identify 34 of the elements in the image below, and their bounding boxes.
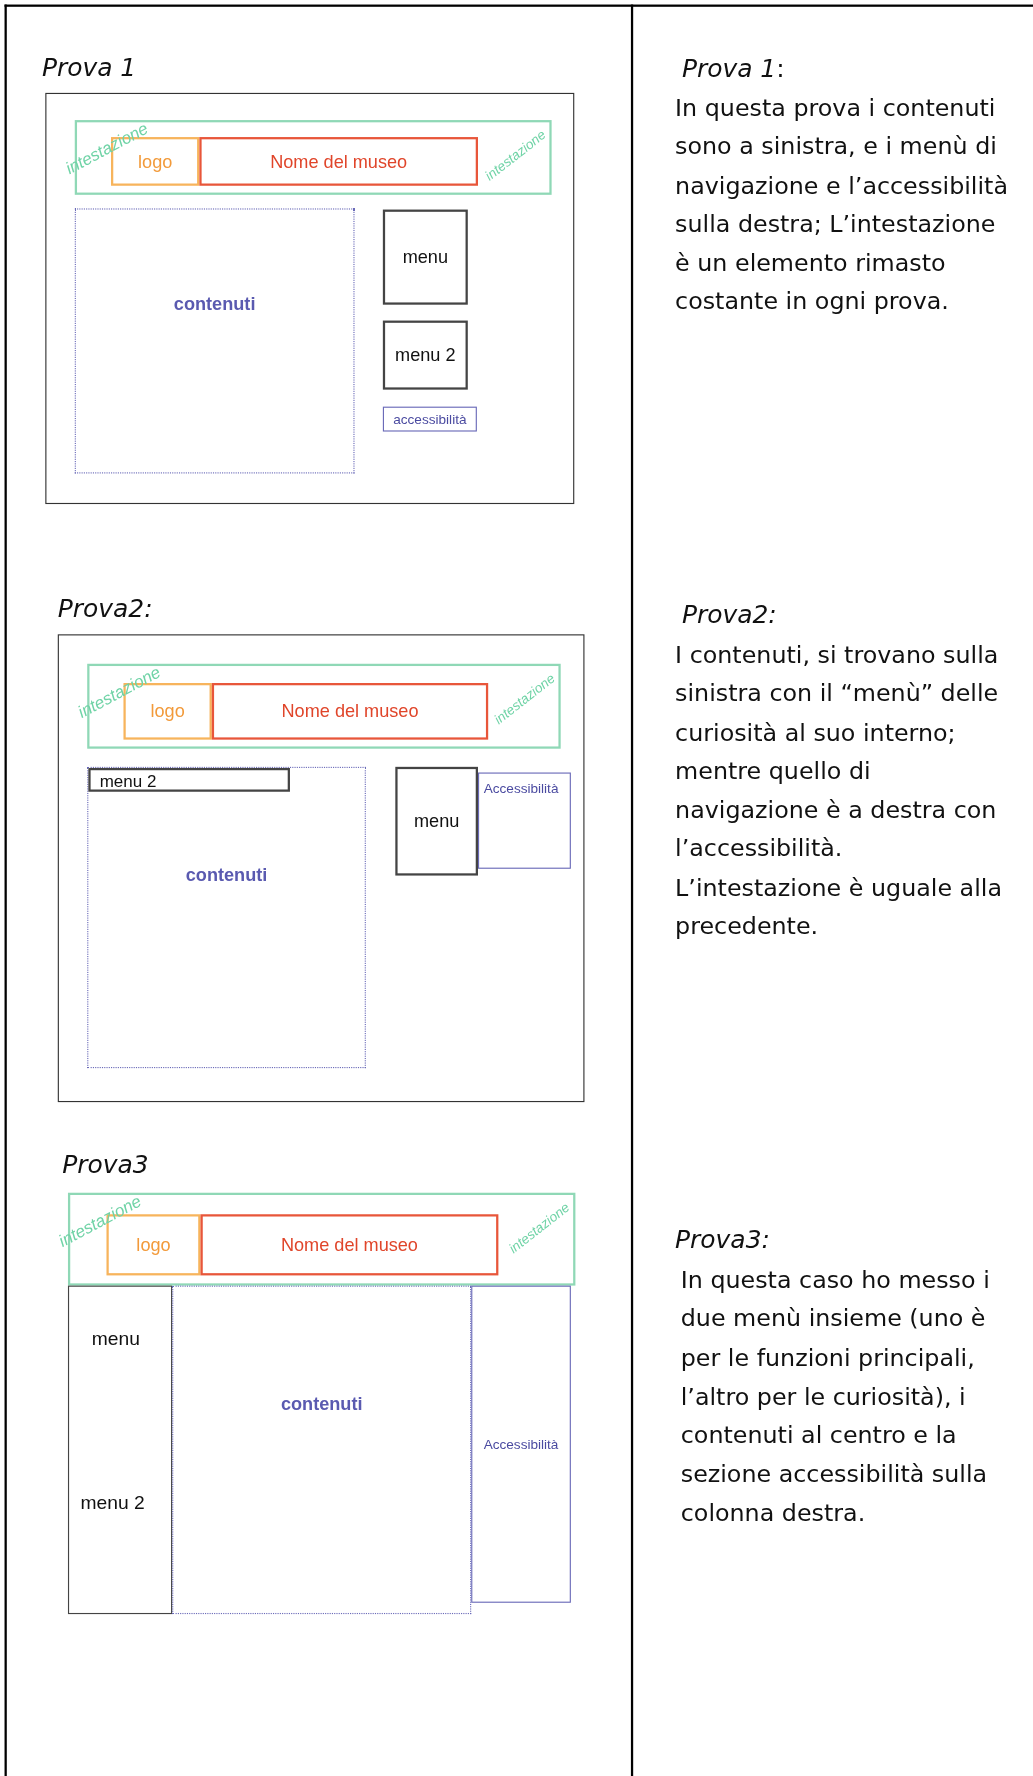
section-heading: Prova2:: [681, 599, 777, 631]
menu-label: menu: [91, 1327, 140, 1351]
content-label: contenuti: [173, 293, 256, 315]
title-bar: [200, 1214, 499, 1276]
description-paragraph: In questa prova i contenuti sono a sinistra, e i menù di navigazione e l’accessibilità sulla destra; L’intestazione è un elemento rimasto costante in ogni prova.: [675, 93, 1009, 318]
section-heading: Prova 1:: [681, 53, 785, 85]
section-heading: Prova3:: [675, 1224, 770, 1256]
menu-label: menu 2: [80, 1491, 145, 1515]
site-name-label: Nome del museo: [280, 1234, 418, 1256]
accessibility-label: accessibilità: [393, 411, 467, 428]
menu-box: [395, 766, 478, 876]
content-label: contenuti: [185, 865, 268, 886]
menu-label: menu 2: [395, 344, 456, 366]
content-area: [172, 1285, 472, 1615]
site-name-label: Nome del museo: [270, 151, 408, 172]
description-paragraph: I contenuti, si trovano sulla sinistra con il “menù” delle curiosità al suo interno; mentre quello di navigazione è a destra con l’accessibilità. L’intestazione è uguale alla precedente.: [675, 640, 1003, 943]
menu-box: [382, 209, 468, 305]
wireframe-heading: Prova2:: [57, 594, 153, 623]
menu-label: menu 2: [99, 771, 157, 791]
title-bar: [199, 137, 478, 186]
wireframe-heading: Prova 1: [41, 53, 137, 82]
site-name-label: Nome del museo: [281, 701, 419, 722]
menu-box: [382, 320, 468, 390]
content-label: contenuti: [280, 1394, 363, 1415]
menu-box: [88, 767, 290, 792]
accessibility-label: Accessibilità: [483, 780, 559, 797]
menu-column: [67, 1285, 173, 1615]
menu-label: menu: [402, 246, 448, 268]
menu-label: menu: [414, 811, 460, 832]
description-paragraph: In questa caso ho messo i due menù insieme (uno è per le funzioni principali, l’altro per le curiosità), i contenuti al centro e la sezione accessibilità sulla colonna destra.: [680, 1265, 991, 1529]
title-bar: [211, 683, 489, 740]
content-area: [87, 766, 366, 1069]
accessibility-label: Accessibilità: [483, 1436, 559, 1453]
section-heading: Prova3: [62, 1149, 149, 1182]
